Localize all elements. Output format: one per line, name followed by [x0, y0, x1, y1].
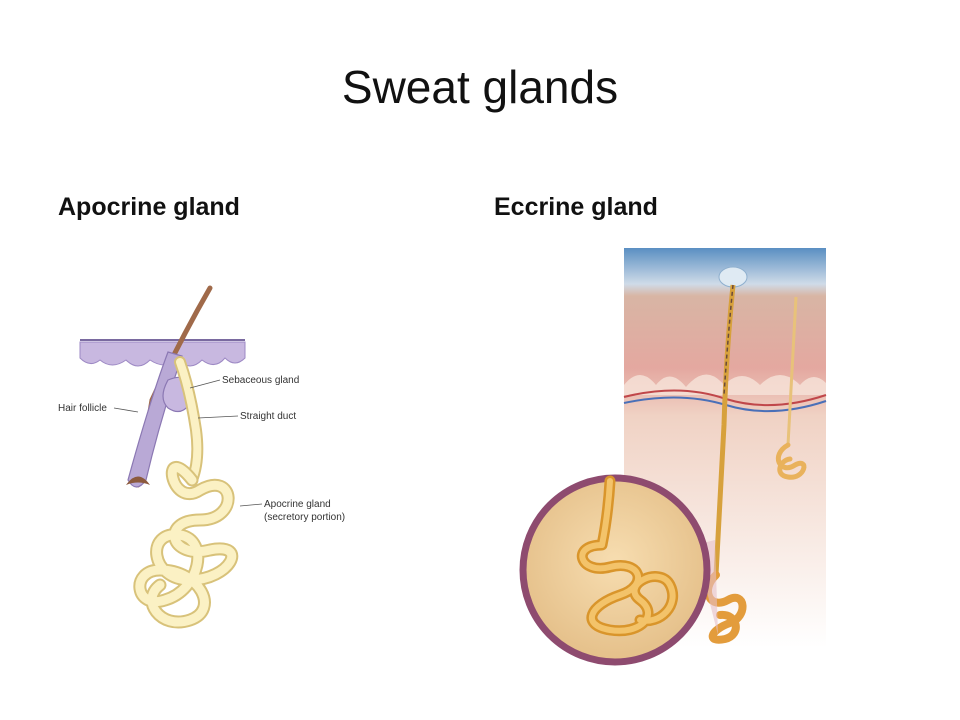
- label-sebaceous-gland: Sebaceous gland: [222, 375, 299, 386]
- slide-title: Sweat glands: [341, 61, 619, 113]
- eccrine-gland-illustration: [510, 245, 830, 670]
- label-hair-follicle: Hair follicle: [58, 403, 107, 414]
- sebaceous-leader: [189, 379, 221, 389]
- apocrine-gland-illustration: Sebaceous gland Hair follicle Straight d…: [50, 280, 370, 640]
- eccrine-diagram: [519, 248, 827, 666]
- label-straight-duct: Straight duct: [240, 411, 296, 422]
- secondary-duct: [786, 296, 798, 446]
- duct-leader: [197, 415, 239, 419]
- apocrine-diagram: Sebaceous gland Hair follicle Straight d…: [58, 285, 345, 629]
- label-apocrine-gland: Apocrine gland: [264, 499, 331, 510]
- eccrine-heading: Eccrine gland: [494, 193, 658, 221]
- epidermis: [79, 341, 246, 367]
- straight-duct: [176, 358, 202, 484]
- magnified-coil: [579, 478, 676, 634]
- apocrine-leader: [239, 503, 263, 507]
- hair-bulb: [126, 476, 150, 485]
- follicle-leader: [113, 407, 139, 413]
- label-secretory-portion: (secretory portion): [264, 512, 345, 523]
- apocrine-coil: [133, 460, 239, 629]
- duct-spiral: [723, 284, 734, 396]
- small-eccrine-coil: [775, 442, 807, 480]
- sweat-droplet: [718, 266, 748, 288]
- apocrine-heading: Apocrine gland: [58, 193, 240, 221]
